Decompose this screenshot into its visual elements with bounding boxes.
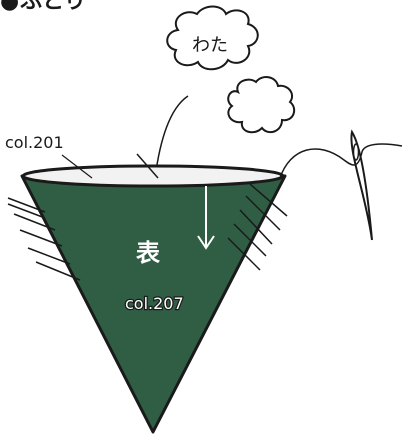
cone-rim [21, 164, 285, 188]
left-stitch-marks [7, 197, 81, 281]
step-mark: ● [0, 0, 19, 14]
cloud-label: わた [192, 35, 228, 56]
step-header: ● ふとり [0, 0, 86, 14]
cotton-cloud-icon: わた [166, 5, 259, 71]
rim-color-code: col.201 [5, 133, 64, 152]
rim-leader-line [61, 154, 93, 179]
face-label: 表 [136, 239, 161, 267]
cotton-puff-icon [227, 76, 296, 134]
arrow-down-icon [197, 186, 215, 250]
needle-icon [279, 129, 403, 241]
step-title: ふとり [20, 0, 86, 14]
body-color-code: col.207 [125, 294, 184, 313]
rim-tick [136, 153, 159, 179]
cone-body [20, 164, 287, 434]
right-stitch-marks [227, 183, 288, 271]
